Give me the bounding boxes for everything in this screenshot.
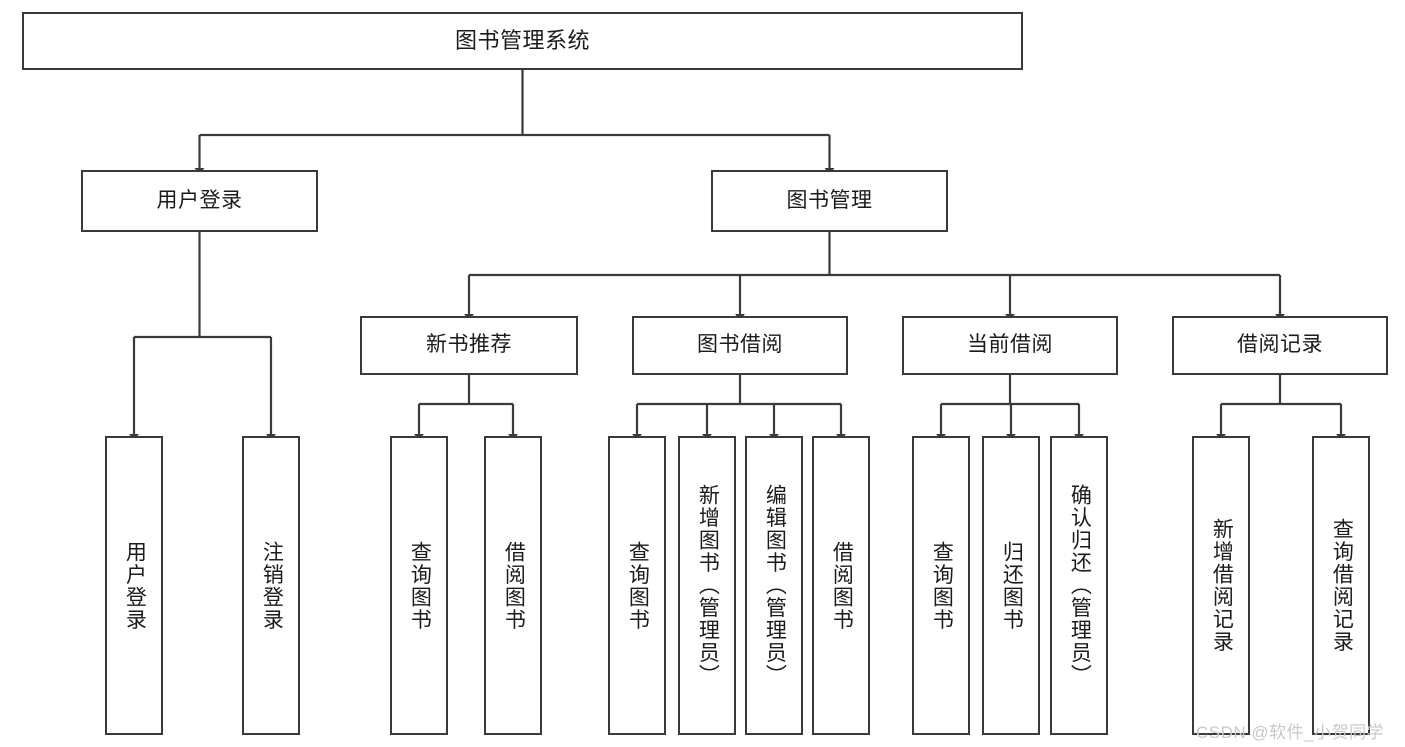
node-label: 新增图书（管理员） bbox=[696, 484, 720, 687]
node-label: 图书管理系统 bbox=[454, 28, 590, 54]
node-label: 用户登录 bbox=[123, 540, 147, 631]
watermark: CSDN @软件_小贺同学 bbox=[1196, 723, 1385, 742]
node-leaf-cb-query[interactable]: 查询图书 bbox=[912, 436, 970, 735]
node-label: 借阅图书 bbox=[502, 540, 526, 631]
node-leaf-cb-return[interactable]: 归还图书 bbox=[982, 436, 1040, 735]
node-new-book-rec[interactable]: 新书推荐 bbox=[360, 316, 578, 375]
node-label: 查询图书 bbox=[626, 540, 650, 631]
node-book-manage[interactable]: 图书管理 bbox=[711, 170, 948, 232]
node-label: 确认归还（管理员） bbox=[1068, 484, 1092, 687]
node-label: 新增借阅记录 bbox=[1210, 518, 1234, 653]
node-label: 借阅记录 bbox=[1237, 333, 1323, 357]
node-label: 借阅图书 bbox=[830, 540, 854, 631]
node-leaf-bb-edit[interactable]: 编辑图书（管理员） bbox=[745, 436, 803, 735]
node-label: 编辑图书（管理员） bbox=[763, 484, 787, 687]
node-leaf-cb-confirm[interactable]: 确认归还（管理员） bbox=[1050, 436, 1108, 735]
node-label: 用户登录 bbox=[156, 188, 243, 212]
node-leaf-logout[interactable]: 注销登录 bbox=[242, 436, 300, 735]
node-leaf-bb-query[interactable]: 查询图书 bbox=[608, 436, 666, 735]
node-label: 查询图书 bbox=[930, 540, 954, 631]
node-root[interactable]: 图书管理系统 bbox=[22, 12, 1023, 70]
node-label: 查询借阅记录 bbox=[1330, 518, 1354, 653]
node-leaf-bb-borrow[interactable]: 借阅图书 bbox=[812, 436, 870, 735]
node-book-borrow[interactable]: 图书借阅 bbox=[632, 316, 848, 375]
node-label: 当前借阅 bbox=[967, 333, 1053, 357]
node-leaf-rec-query[interactable]: 查询图书 bbox=[390, 436, 448, 735]
node-leaf-rec-borrow[interactable]: 借阅图书 bbox=[484, 436, 542, 735]
node-user-login[interactable]: 用户登录 bbox=[81, 170, 318, 232]
node-current-borrow[interactable]: 当前借阅 bbox=[902, 316, 1118, 375]
node-leaf-bb-add[interactable]: 新增图书（管理员） bbox=[678, 436, 736, 735]
node-label: 查询图书 bbox=[408, 540, 432, 631]
node-label: 图书借阅 bbox=[697, 333, 783, 357]
node-label: 注销登录 bbox=[260, 540, 284, 631]
node-label: 归还图书 bbox=[1000, 540, 1024, 631]
node-label: 新书推荐 bbox=[426, 333, 512, 357]
node-leaf-br-add[interactable]: 新增借阅记录 bbox=[1192, 436, 1250, 735]
node-leaf-user-login[interactable]: 用户登录 bbox=[105, 436, 163, 735]
node-label: 图书管理 bbox=[786, 188, 873, 212]
node-leaf-br-query[interactable]: 查询借阅记录 bbox=[1312, 436, 1370, 735]
node-borrow-record[interactable]: 借阅记录 bbox=[1172, 316, 1388, 375]
